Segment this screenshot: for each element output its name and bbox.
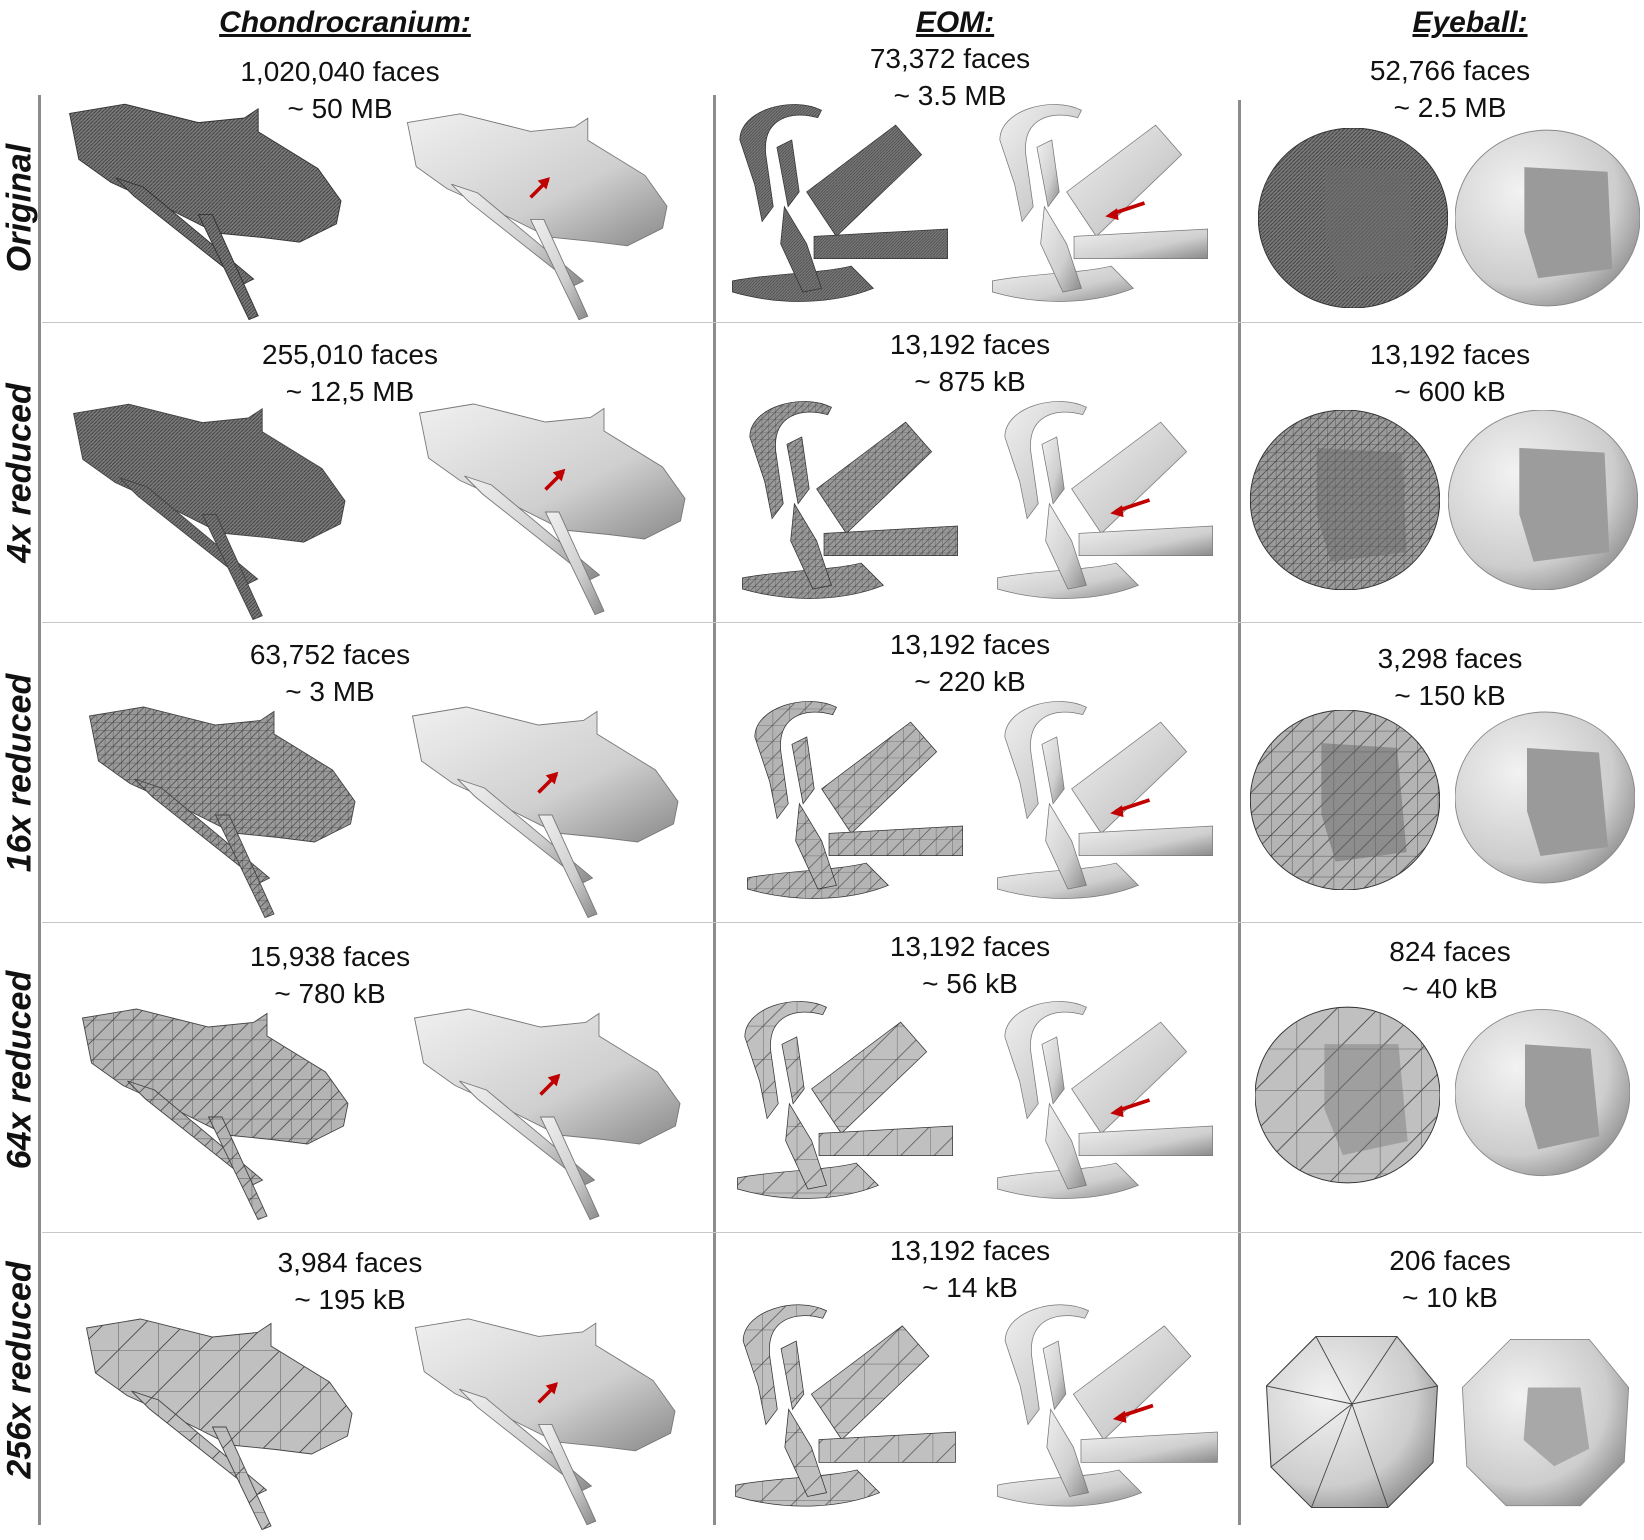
face-count: 13,192 faces (889, 329, 1051, 360)
face-count: 3,298 faces (1377, 643, 1523, 674)
file-size: ~ 10 kB (1402, 1282, 1498, 1313)
chondrocranium-wireframe-256x (86, 1318, 353, 1531)
face-count: 13,192 faces (889, 629, 1051, 660)
stat-16x-chondrocranium: 63,752 faces ~ 3 MB (180, 636, 480, 710)
file-size: ~ 2.5 MB (1393, 92, 1507, 123)
chondrocranium-wireframe-original (69, 103, 342, 320)
file-size: ~ 195 kB (294, 1284, 406, 1315)
eyeball-surface-16x (1455, 711, 1635, 884)
file-size: ~ 875 kB (914, 366, 1026, 397)
eyeball-wireframe-original (1258, 128, 1448, 308)
chondrocranium-surface-original (406, 113, 668, 321)
row-label-256x-reduced: 256x reduced (0, 1261, 39, 1479)
column-divider-2 (1238, 100, 1241, 1525)
stat-256x-eom: 13,192 faces ~ 14 kB (820, 1232, 1120, 1306)
stat-64x-eyeball: 824 faces ~ 40 kB (1300, 933, 1600, 1007)
chondrocranium-surface-64x (414, 1008, 681, 1221)
file-size: ~ 150 kB (1394, 680, 1506, 711)
face-count: 3,984 faces (277, 1247, 423, 1278)
chondrocranium-wireframe-64x (82, 1008, 349, 1221)
row-divider-2 (42, 622, 1642, 623)
face-count: 206 faces (1389, 1245, 1511, 1276)
stat-256x-eyeball: 206 faces ~ 10 kB (1300, 1242, 1600, 1316)
face-count: 13,192 faces (1369, 339, 1531, 370)
face-count: 63,752 faces (249, 639, 411, 670)
eom-wireframe-64x (737, 1001, 953, 1199)
stat-16x-eyeball: 3,298 faces ~ 150 kB (1300, 640, 1600, 714)
column-header-eom: EOM: (915, 6, 995, 39)
column-divider-1 (713, 95, 716, 1525)
row-divider-3 (42, 922, 1642, 923)
eom-wireframe-16x (747, 701, 963, 899)
stat-16x-eom: 13,192 faces ~ 220 kB (820, 626, 1120, 700)
file-size: ~ 56 kB (922, 968, 1018, 999)
chondrocranium-wireframe-4x (73, 403, 346, 620)
stat-original-chondrocranium: 1,020,040 faces ~ 50 MB (180, 53, 500, 127)
eom-surface-256x (997, 1304, 1218, 1507)
stat-64x-chondrocranium: 15,938 faces ~ 780 kB (180, 938, 480, 1012)
column-header-eyeball: Eyeball: (1412, 6, 1528, 39)
chondrocranium-wireframe-16x (89, 706, 356, 919)
file-size: ~ 50 MB (287, 93, 393, 124)
file-size: ~ 3.5 MB (893, 80, 1007, 111)
eom-surface-64x (997, 1001, 1213, 1199)
row-label-4x-reduced: 4x reduced (0, 382, 39, 563)
eyeball-surface-original (1455, 129, 1640, 307)
face-count: 52,766 faces (1369, 55, 1531, 86)
stat-4x-eom: 13,192 faces ~ 875 kB (820, 326, 1120, 400)
eyeball-wireframe-256x (1265, 1335, 1439, 1509)
stat-4x-eyeball: 13,192 faces ~ 600 kB (1300, 336, 1600, 410)
eom-surface-4x (997, 401, 1213, 599)
eyeball-wireframe-64x (1255, 1006, 1440, 1184)
face-count: 1,020,040 faces (240, 56, 440, 87)
file-size: ~ 600 kB (1394, 376, 1506, 407)
eom-wireframe-original (732, 104, 948, 302)
row-divider-1 (42, 322, 1642, 323)
row-label-16x-reduced: 16x reduced (0, 673, 39, 872)
face-count: 824 faces (1389, 936, 1511, 967)
face-count: 73,372 faces (869, 43, 1031, 74)
stat-64x-eom: 13,192 faces ~ 56 kB (820, 928, 1120, 1002)
chondrocranium-surface-16x (412, 706, 679, 919)
column-header-chondrocranium: Chondrocranium: (219, 6, 471, 39)
eyeball-surface-256x (1461, 1338, 1630, 1507)
file-size: ~ 12,5 MB (285, 376, 415, 407)
file-size: ~ 220 kB (914, 666, 1026, 697)
file-size: ~ 3 MB (285, 676, 375, 707)
row-label-original: Original (0, 143, 39, 272)
eyeball-wireframe-16x (1250, 710, 1440, 890)
eyeball-surface-4x (1448, 410, 1638, 590)
stat-original-eyeball: 52,766 faces ~ 2.5 MB (1300, 52, 1600, 126)
eom-wireframe-256x (735, 1304, 956, 1507)
file-size: ~ 40 kB (1402, 973, 1498, 1004)
stat-256x-chondrocranium: 3,984 faces ~ 195 kB (200, 1244, 500, 1318)
row-divider-4 (42, 1232, 1642, 1233)
stat-4x-chondrocranium: 255,010 faces ~ 12,5 MB (200, 336, 500, 410)
eyeball-wireframe-4x (1250, 410, 1440, 590)
eom-surface-original (992, 104, 1208, 302)
face-count: 15,938 faces (249, 941, 411, 972)
stat-original-eom: 73,372 faces ~ 3.5 MB (800, 40, 1100, 114)
face-count: 13,192 faces (889, 1235, 1051, 1266)
face-count: 13,192 faces (889, 931, 1051, 962)
eyeball-surface-64x (1455, 1008, 1630, 1177)
file-size: ~ 780 kB (274, 978, 386, 1009)
row-label-64x-reduced: 64x reduced (0, 970, 39, 1170)
file-size: ~ 14 kB (922, 1272, 1018, 1303)
chondrocranium-surface-256x (414, 1318, 676, 1526)
eom-wireframe-4x (742, 401, 958, 599)
row-label-divider (38, 95, 41, 1525)
face-count: 255,010 faces (262, 339, 438, 370)
chondrocranium-surface-4x (419, 403, 686, 616)
eom-surface-16x (997, 701, 1213, 899)
